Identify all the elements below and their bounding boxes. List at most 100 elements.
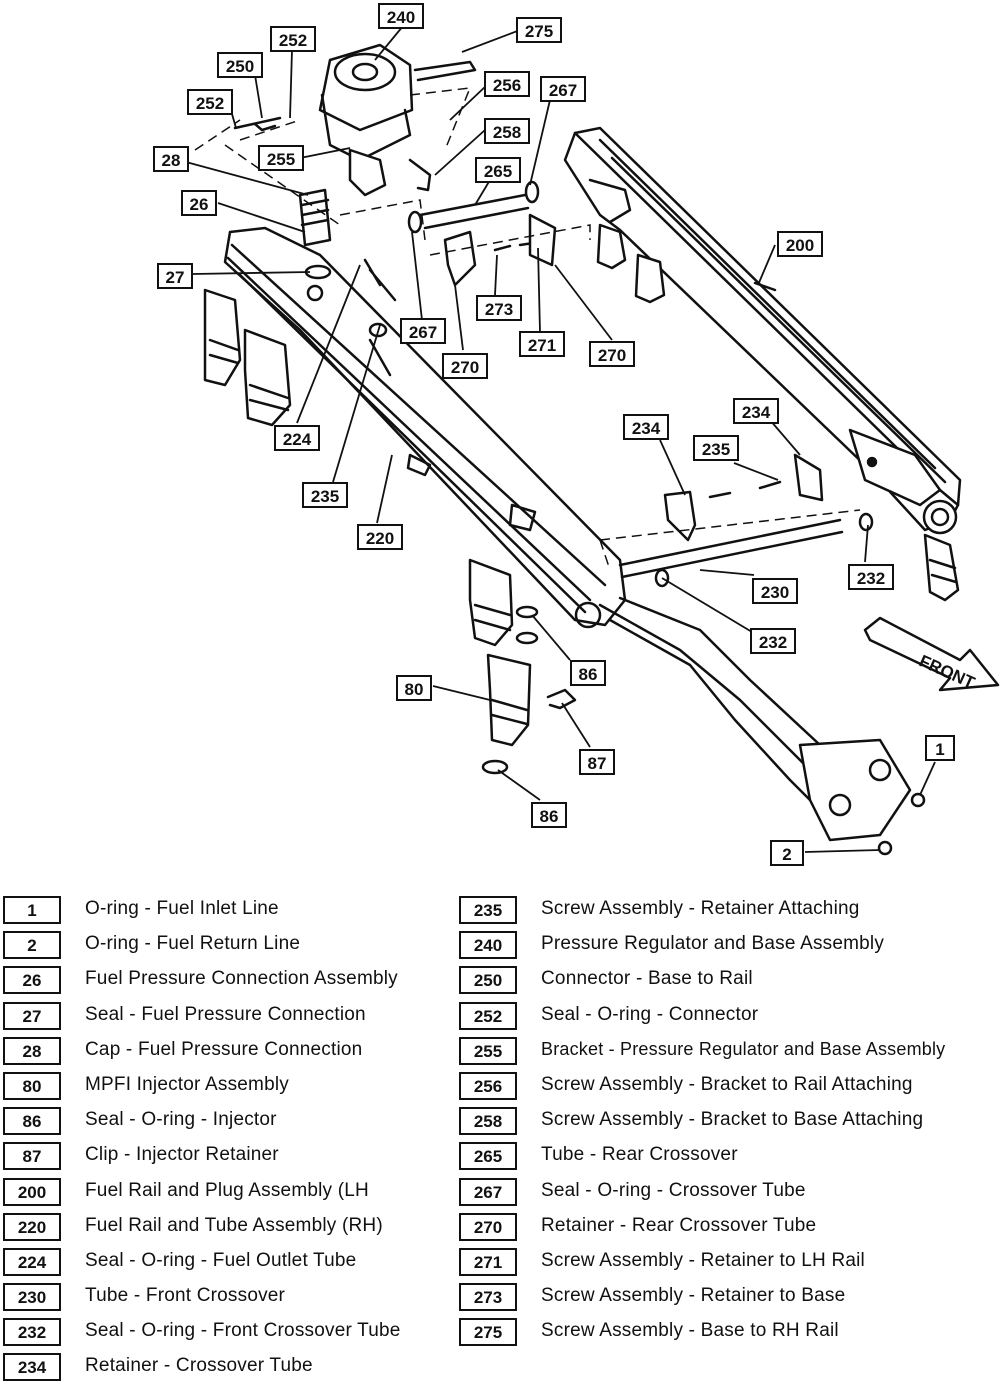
legend-number: 220 [3, 1212, 61, 1241]
callout-27: 27 [157, 263, 193, 289]
callout-200: 200 [777, 231, 823, 257]
legend-label: Seal - O-ring - Front Crossover Tube [85, 1320, 401, 1342]
exploded-diagram: FRONT 240 275 252 250 252 256 267 258 28… [153, 3, 1000, 866]
legend-label: Tube - Front Crossover [85, 1285, 286, 1307]
legend-label: MPFI Injector Assembly [85, 1073, 289, 1095]
callout-235: 235 [693, 435, 739, 461]
crossover-lines [574, 512, 912, 842]
assembly-guides [194, 87, 861, 571]
callout-270: 270 [589, 341, 635, 367]
legend-number: 240 [459, 931, 517, 960]
legend-number: 1 [3, 896, 61, 924]
callout-234: 234 [623, 414, 669, 440]
legend-label: Tube - Rear Crossover [541, 1144, 738, 1166]
callout-1: 1 [925, 735, 955, 761]
rh-injectors [203, 288, 539, 775]
callout-2: 2 [770, 840, 804, 866]
callout-252: 252 [187, 89, 233, 115]
legend-label: Connector - Base to Rail [541, 968, 753, 990]
callout-270: 270 [442, 353, 488, 379]
o-ring-1 [910, 792, 926, 808]
legend-number: 258 [459, 1107, 517, 1136]
callout-275: 275 [516, 17, 562, 43]
callout-267: 267 [400, 318, 446, 344]
legend-number: 200 [3, 1177, 61, 1206]
legend-number: 28 [3, 1036, 61, 1065]
legend-number: 255 [459, 1036, 517, 1065]
callout-273: 273 [476, 295, 522, 321]
legend-number: 273 [459, 1283, 517, 1312]
legend-label: Retainer - Crossover Tube [85, 1355, 313, 1377]
callout-80: 80 [396, 675, 432, 701]
legend-label: Pressure Regulator and Base Assembly [541, 933, 885, 955]
legend-label: Fuel Rail and Tube Assembly (RH) [85, 1214, 383, 1236]
legend-label: O-ring - Fuel Return Line [85, 933, 301, 955]
legend-number: 267 [459, 1177, 517, 1206]
legend-number: 86 [3, 1107, 61, 1136]
legend-label: Seal - O-ring - Crossover Tube [541, 1179, 806, 1201]
callout-255: 255 [258, 145, 304, 171]
pressure-regulator-240 [233, 43, 477, 377]
lh-injectors [596, 223, 960, 602]
legend-label: Fuel Rail and Plug Assembly (LH [85, 1179, 369, 1201]
legend-label: Screw Assembly - Retainer to Base [541, 1285, 846, 1307]
legend-label: Seal - O-ring - Fuel Outlet Tube [85, 1249, 357, 1271]
legend-number: 26 [3, 966, 61, 995]
legend-number: 275 [459, 1318, 517, 1347]
callout-267: 267 [540, 76, 586, 102]
callout-87: 87 [579, 749, 615, 775]
legend-number: 224 [3, 1247, 61, 1276]
diagram-artwork: FRONT [185, 25, 1000, 856]
callout-252: 252 [270, 26, 316, 52]
callout-258: 258 [484, 118, 530, 144]
callout-28: 28 [153, 146, 189, 172]
legend-label: Bracket - Pressure Regulator and Base As… [541, 1038, 946, 1059]
callout-265: 265 [475, 157, 521, 183]
legend-label: Seal - O-ring - Injector [85, 1109, 277, 1131]
callout-234: 234 [733, 398, 779, 424]
legend-number: 271 [459, 1247, 517, 1276]
legend-number: 270 [459, 1212, 517, 1241]
callout-235: 235 [302, 482, 348, 508]
legend-number: 235 [459, 896, 517, 924]
legend-label: Seal - O-ring - Connector [541, 1003, 759, 1025]
legend-number: 252 [459, 1001, 517, 1030]
legend-number: 256 [459, 1071, 517, 1100]
rear-crossover-265 [407, 180, 557, 287]
callout-220: 220 [357, 524, 403, 550]
legend-number: 87 [3, 1142, 61, 1171]
injector-clip-87 [546, 688, 577, 710]
callout-86: 86 [531, 802, 567, 828]
legend-number: 234 [3, 1353, 61, 1382]
lh-fuel-rail-200 [563, 126, 962, 535]
legend-label: Retainer - Rear Crossover Tube [541, 1214, 817, 1236]
front-arrow [863, 616, 1000, 692]
legend-label: Screw Assembly - Retainer Attaching [541, 898, 860, 919]
callout-256: 256 [484, 71, 530, 97]
callout-224: 224 [274, 425, 320, 451]
rh-fuel-rail-220 [223, 226, 627, 627]
front-retainers-234 [663, 453, 824, 542]
callout-86: 86 [570, 660, 606, 686]
callout-271: 271 [519, 331, 565, 357]
legend-label: Clip - Injector Retainer [85, 1144, 279, 1166]
legend-label: Screw Assembly - Retainer to LH Rail [541, 1249, 865, 1271]
legend-label: O-ring - Fuel Inlet Line [85, 898, 279, 919]
legend-label: Screw Assembly - Bracket to Rail Attachi… [541, 1073, 913, 1095]
callout-26: 26 [181, 190, 217, 216]
legend-label: Fuel Pressure Connection Assembly [85, 968, 398, 990]
callout-230: 230 [752, 578, 798, 604]
legend-label: Cap - Fuel Pressure Connection [85, 1038, 363, 1060]
legend-label: Screw Assembly - Base to RH Rail [541, 1320, 839, 1342]
legend-number: 265 [459, 1142, 517, 1171]
legend-number: 232 [3, 1318, 61, 1347]
legend-number: 27 [3, 1001, 61, 1030]
callout-232: 232 [750, 628, 796, 654]
o-ring-2 [877, 840, 893, 856]
callout-240: 240 [378, 3, 424, 29]
callout-232: 232 [848, 564, 894, 590]
legend-number: 80 [3, 1071, 61, 1100]
legend-number: 2 [3, 931, 61, 960]
leader-lines [185, 25, 936, 853]
legend-label: Screw Assembly - Bracket to Base Attachi… [541, 1109, 924, 1131]
